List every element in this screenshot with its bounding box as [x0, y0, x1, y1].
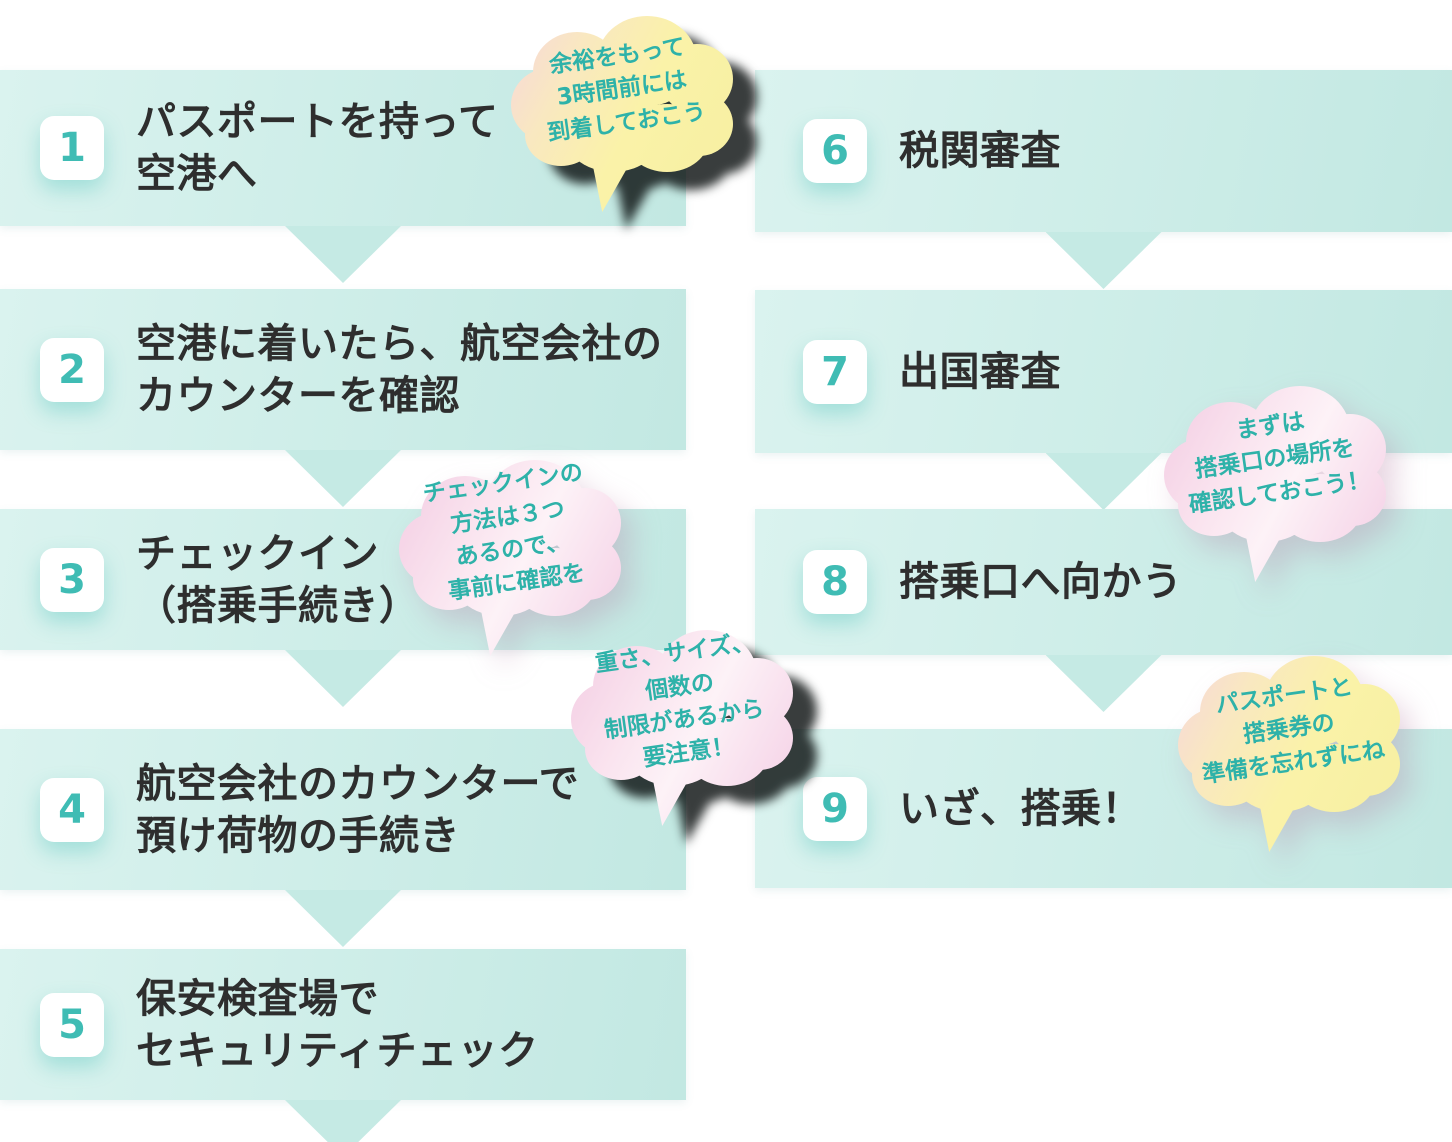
down-arrow-icon [285, 226, 401, 283]
bubble-text: 余裕をもって 3時間前には 到着しておこう [545, 33, 708, 147]
bubble-text: チェックインの 方法は３つ あるので、 事前に確認を [421, 459, 588, 606]
bubble-text: パスポートと 搭乗券の 準備を忘れずにね [1200, 673, 1387, 789]
down-arrow-icon [285, 1100, 401, 1142]
cloud-blob [525, 104, 597, 166]
cloud-bubble-icon [393, 452, 627, 658]
cloud-blob [1278, 474, 1362, 542]
cloud-blob [625, 104, 709, 172]
step-number-badge: 4 [40, 777, 104, 842]
step-title: 税関審査 [899, 128, 1061, 174]
cloud-blob [1192, 744, 1264, 806]
step-5-box: 5 保安検査場で セキュリティチェック [0, 949, 686, 1100]
cloud-blob [1292, 744, 1376, 812]
step-title: 空港に着いたら、航空会社の カウンターを確認 [136, 320, 663, 419]
cloud-blob [685, 718, 769, 786]
cloud-bubble-icon [565, 622, 799, 828]
cloud-blob [585, 718, 657, 780]
step-title: 出国審査 [899, 348, 1061, 395]
step-6: 6 税関審査 [755, 70, 1452, 289]
step-number-badge: 3 [40, 547, 104, 612]
step-4-box: 4 航空会社のカウンターで 預け荷物の手続き [0, 729, 686, 890]
down-arrow-icon [1045, 655, 1162, 712]
bubble-text: 重さ、サイズ、 個数の 制限があるから 要注意！ [593, 629, 766, 773]
step-number-badge: 8 [803, 550, 867, 614]
down-arrow-icon [1045, 453, 1162, 510]
step-6-box: 6 税関審査 [755, 70, 1452, 232]
step-number-badge: 5 [40, 992, 104, 1057]
step-title: チェックイン （搭乗手続き） [136, 530, 420, 629]
step-title: 保安検査場で セキュリティチェック [136, 975, 539, 1074]
step-2-box: 2 空港に着いたら、航空会社の カウンターを確認 [0, 289, 686, 450]
cloud-bubble-icon [1172, 648, 1406, 854]
step-number-badge: 7 [803, 339, 867, 404]
cloud-bubble-icon [505, 8, 739, 214]
cloud-blob [413, 548, 485, 610]
speech-bubble-baggage-limits: 重さ、サイズ、 個数の 制限があるから 要注意！ [565, 622, 799, 828]
step-number-badge: 9 [803, 776, 867, 841]
cloud-bubble-icon [1158, 378, 1392, 584]
step-5: 5 保安検査場で セキュリティチェック [0, 949, 686, 1142]
step-title: 航空会社のカウンターで 預け荷物の手続き [136, 760, 580, 859]
down-arrow-icon [285, 890, 401, 947]
down-arrow-icon [285, 450, 401, 507]
down-arrow-icon [1045, 232, 1162, 289]
cloud-blob [1178, 474, 1250, 536]
step-title: いざ、搭乗！ [899, 785, 1142, 832]
speech-bubble-boarding-prep: パスポートと 搭乗券の 準備を忘れずにね [1172, 648, 1406, 854]
cloud-blob [513, 548, 597, 616]
bubble-text: まずは 搭乗口の場所を 確認しておこう！ [1187, 408, 1372, 518]
step-number-badge: 2 [40, 337, 104, 402]
step-number-badge: 1 [40, 116, 104, 180]
step-4: 4 航空会社のカウンターで 預け荷物の手続き [0, 729, 686, 947]
speech-bubble-arrive-early: 余裕をもって 3時間前には 到着しておこう [505, 8, 739, 214]
step-title: 搭乗口へ向かう [899, 559, 1183, 605]
speech-bubble-checkin-methods: チェックインの 方法は３つ あるので、 事前に確認を [393, 452, 627, 658]
step-2: 2 空港に着いたら、航空会社の カウンターを確認 [0, 289, 686, 507]
step-number-badge: 6 [803, 119, 867, 183]
speech-bubble-gate-location: まずは 搭乗口の場所を 確認しておこう！ [1158, 378, 1392, 584]
step-title: パスポートを持って 空港へ [136, 99, 499, 197]
down-arrow-icon [285, 650, 401, 707]
